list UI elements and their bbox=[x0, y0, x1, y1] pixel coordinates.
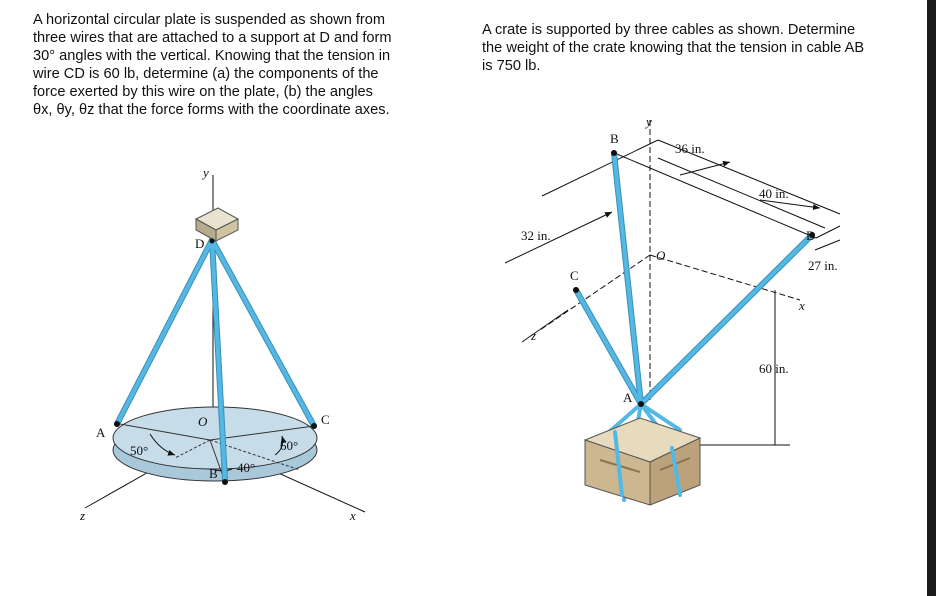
dim-32-line bbox=[504, 211, 613, 264]
problem-1-line: 30° angles with the vertical. Knowing th… bbox=[33, 48, 391, 64]
label-angle-40: 40° bbox=[237, 460, 255, 475]
label-angle-50: 50° bbox=[130, 443, 148, 458]
label-x: x bbox=[798, 298, 805, 313]
point-c bbox=[311, 423, 317, 429]
point-d bbox=[209, 238, 215, 244]
cable-bd bbox=[210, 238, 227, 482]
problem-1-line: three wires that are attached to a suppo… bbox=[33, 30, 392, 46]
label-d: D bbox=[806, 228, 815, 243]
z-on-plate bbox=[174, 439, 211, 459]
frame-line bbox=[611, 151, 817, 239]
point-a bbox=[638, 401, 644, 407]
point-a bbox=[114, 421, 120, 427]
window-edge bbox=[927, 0, 936, 596]
support-right bbox=[215, 218, 239, 242]
problem-1-line: wire CD is 60 lb, determine (a) the comp… bbox=[33, 66, 379, 82]
problem-1-line: force exerted by this wire on the plate,… bbox=[33, 84, 373, 100]
radius-a bbox=[119, 423, 211, 441]
label-c: C bbox=[570, 268, 579, 283]
label-o: O bbox=[656, 248, 666, 263]
label-b: B bbox=[610, 131, 619, 146]
dim-40-arrow bbox=[759, 199, 821, 211]
label-b: B bbox=[209, 466, 218, 481]
label-a: A bbox=[623, 390, 633, 405]
label-z: z bbox=[79, 508, 85, 523]
problem-2-line: is 750 lb. bbox=[482, 58, 541, 74]
x-axis-line bbox=[649, 254, 801, 301]
frame-line bbox=[541, 139, 659, 197]
label-angle-60: 60° bbox=[280, 438, 298, 453]
problem-1-line: A horizontal circular plate is suspended… bbox=[33, 12, 386, 28]
label-dim-36: 36 in. bbox=[675, 141, 705, 156]
cable-ad bbox=[115, 238, 214, 426]
frame-line bbox=[815, 225, 841, 239]
z-axis-line bbox=[521, 309, 569, 343]
label-dim-40: 40 in. bbox=[759, 186, 789, 201]
label-a: A bbox=[96, 425, 106, 440]
cable-cd bbox=[210, 238, 316, 428]
point-b bbox=[222, 479, 228, 485]
label-dim-27: 27 in. bbox=[808, 258, 838, 273]
dim-36-arrow bbox=[679, 160, 731, 176]
label-d: D bbox=[195, 236, 204, 251]
problem-2-line: the weight of the crate knowing that the… bbox=[482, 40, 865, 56]
circular-plate bbox=[112, 406, 318, 470]
label-dim-32: 32 in. bbox=[521, 228, 551, 243]
point-b bbox=[611, 150, 617, 156]
point-d bbox=[809, 232, 815, 238]
label-o: O bbox=[198, 414, 208, 429]
problem-2-statement: A crate is supported by three cables as … bbox=[482, 21, 912, 75]
frame-line bbox=[657, 139, 841, 215]
label-x: x bbox=[349, 508, 356, 523]
plate-figure: y D O A B C 50° 40° 60° x z bbox=[79, 165, 366, 523]
cable-ab bbox=[612, 151, 643, 406]
label-y: y bbox=[201, 165, 209, 180]
cable-ad bbox=[639, 233, 814, 406]
label-dim-60: 60 in. bbox=[759, 361, 789, 376]
crate-straps bbox=[613, 430, 682, 497]
crate-figure: y B 36 in. 40 in. 32 in. O D 27 in. C x … bbox=[504, 114, 841, 506]
z-axis-line bbox=[539, 254, 651, 331]
label-c: C bbox=[321, 412, 330, 427]
label-y: y bbox=[644, 114, 652, 129]
angle-arc-50 bbox=[149, 433, 176, 456]
angle-arc-60 bbox=[274, 435, 287, 456]
frame-line bbox=[814, 239, 841, 251]
point-c bbox=[573, 287, 579, 293]
cable-ac bbox=[574, 288, 643, 406]
problem-1-statement: A horizontal circular plate is suspended… bbox=[33, 11, 433, 119]
radius-c bbox=[209, 425, 315, 441]
frame-line bbox=[657, 157, 826, 229]
problem-2-line: A crate is supported by three cables as … bbox=[482, 22, 856, 38]
label-z: z bbox=[530, 328, 536, 343]
problem-1-line: θx, θy, θz that the force forms with the… bbox=[33, 102, 390, 118]
